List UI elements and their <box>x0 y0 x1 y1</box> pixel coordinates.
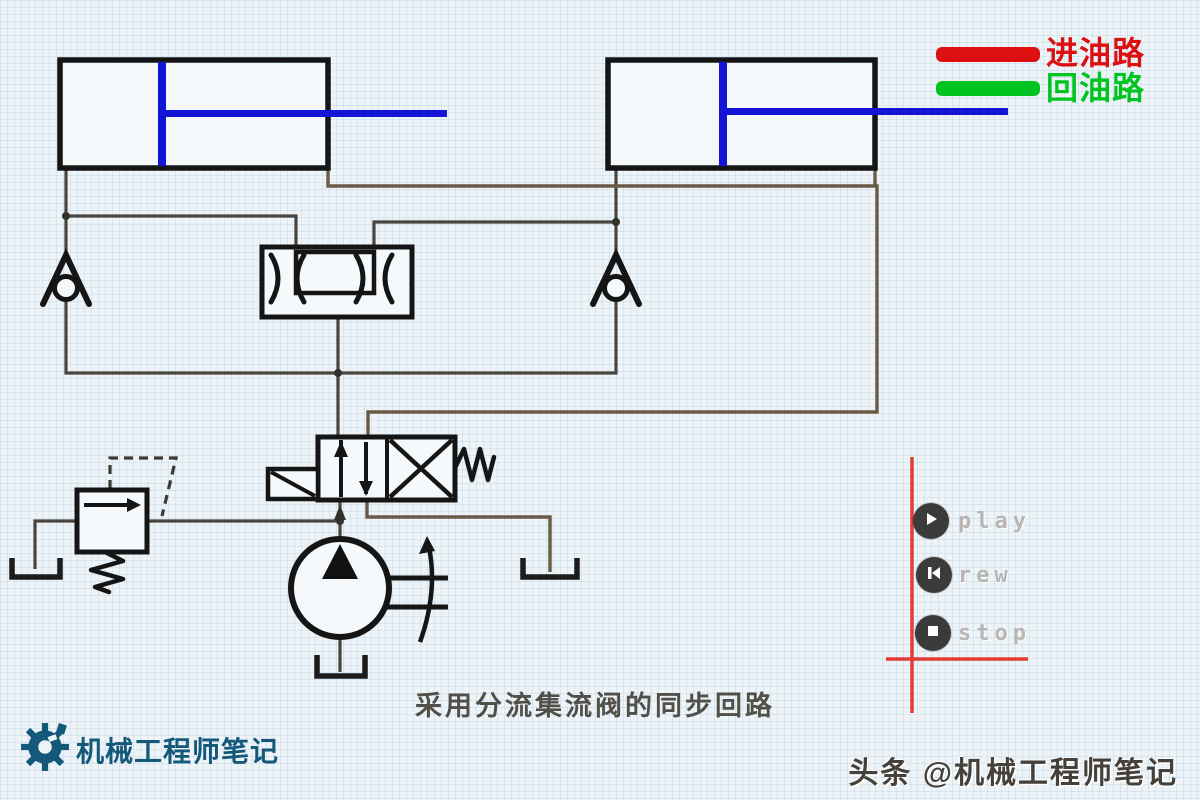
flow-arrow-down <box>359 481 373 496</box>
tank-left <box>9 558 63 580</box>
rew-button[interactable] <box>916 557 952 593</box>
check-valve-right <box>590 247 642 307</box>
control-crosshair-lines <box>886 457 1028 713</box>
junction-dots <box>62 212 620 525</box>
pipe-branch-right <box>372 220 616 252</box>
play-label: play <box>958 509 1031 534</box>
play-button[interactable] <box>913 503 949 539</box>
legend-inlet-swatch <box>936 47 1040 62</box>
tank-right <box>520 558 580 580</box>
divider-spool-box <box>293 249 377 296</box>
check-valve-seat <box>40 247 92 307</box>
piston-rod-left <box>165 110 447 117</box>
stop-button[interactable] <box>915 615 951 651</box>
stop-icon <box>924 622 942 645</box>
brand-watermark: 机械工程师笔记 <box>20 722 279 777</box>
piston-rod-right <box>726 108 1008 115</box>
feed-arrow-up <box>334 505 346 520</box>
pipe-rod-side <box>326 170 879 437</box>
pump <box>288 505 448 643</box>
legend-inlet-label: 进油路 <box>1046 35 1146 71</box>
stop-label: stop <box>958 621 1031 646</box>
variable-control-arrow <box>417 546 435 643</box>
piping-brown <box>326 170 879 572</box>
piston-right <box>719 62 727 166</box>
blocked-position-cross <box>388 438 454 499</box>
relief-spring <box>88 550 126 595</box>
piston-left <box>158 62 166 166</box>
legend-return-swatch <box>936 81 1040 96</box>
directional-valve <box>265 434 497 503</box>
relief-flow-arrow <box>127 498 141 512</box>
pistons-and-rods <box>158 62 1008 166</box>
relief-valve <box>74 456 179 595</box>
diagram-caption: 采用分流集流阀的同步回路 <box>415 691 775 722</box>
check-valve-left <box>40 247 92 307</box>
pump-flow-triangle <box>322 544 358 579</box>
tank-pump <box>314 655 368 679</box>
play-icon <box>922 510 940 533</box>
legend-return-label: 回油路 <box>1046 70 1146 106</box>
return-spring <box>452 446 497 483</box>
pipe-tank-return <box>365 500 552 572</box>
pilot-line-dashed <box>108 456 179 517</box>
watermark-text: 机械工程师笔记 <box>76 735 280 767</box>
skip-back-icon <box>925 564 943 587</box>
flow-divider-valve <box>259 244 415 320</box>
check-valve-seat <box>590 247 642 307</box>
rew-label: rew <box>958 563 1013 588</box>
gear-icon <box>20 722 70 777</box>
pipe-relief-tank <box>33 519 77 569</box>
pipe-branch-left <box>66 214 298 252</box>
tank-symbols <box>9 558 580 679</box>
flow-arrow-up <box>334 441 348 457</box>
credit-text: 头条 @机械工程师笔记 <box>848 757 1178 790</box>
